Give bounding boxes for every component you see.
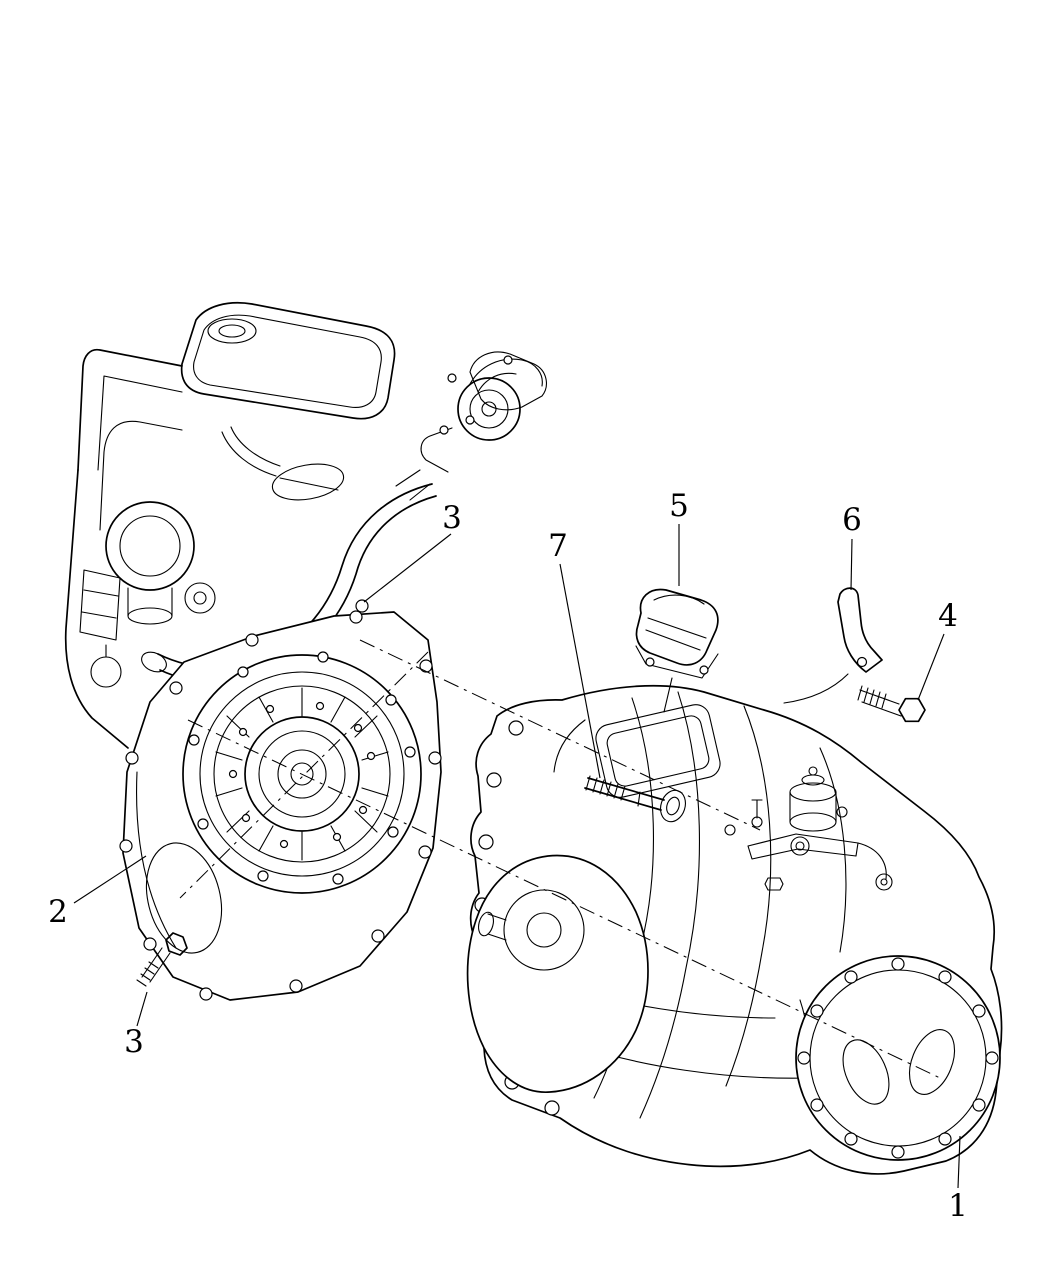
callout-1: 1 — [948, 1188, 968, 1224]
callout-4: 4 — [938, 598, 958, 634]
clutch-pressure-plate — [182, 651, 422, 894]
clutch-cover-bolts — [188, 651, 416, 885]
shift-mechanism — [724, 766, 893, 891]
callout-2: 2 — [48, 894, 68, 930]
lower-bolt-part — [136, 932, 188, 987]
callout-6: 6 — [842, 502, 862, 538]
callout-5: 5 — [669, 488, 689, 524]
transaxle — [466, 684, 1003, 1175]
callout-3-lower: 3 — [124, 1024, 144, 1060]
cover-part — [635, 588, 719, 713]
callout-3-upper: 3 — [442, 500, 462, 536]
callout-7: 7 — [548, 528, 568, 564]
cover-mounting-pad — [595, 704, 721, 798]
callout-labels: 3 7 5 6 4 2 3 1 — [48, 488, 968, 1224]
hex-bolt-part — [857, 685, 926, 723]
clutch-rivets — [228, 701, 376, 849]
end-cover-bolts — [797, 957, 999, 1159]
leader-lines — [73, 524, 961, 1189]
centerlines — [179, 639, 941, 1079]
bracket-part — [783, 587, 883, 704]
stud-part — [584, 775, 686, 823]
engine — [64, 301, 547, 749]
